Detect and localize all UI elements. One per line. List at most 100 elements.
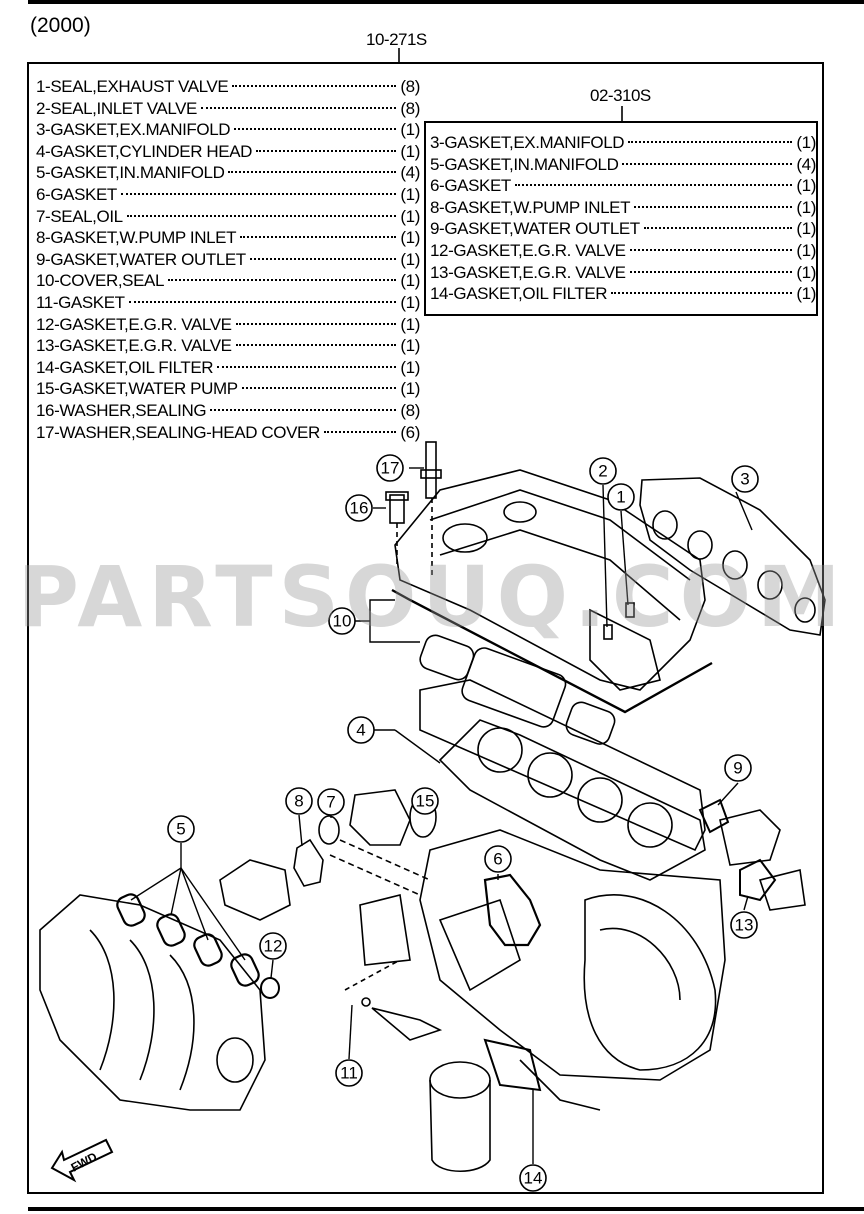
callout-8 <box>285 787 313 815</box>
sub-kit-code: 02-310S <box>590 86 651 105</box>
dot-leader <box>643 227 793 230</box>
parts-list-row: 12-GASKET,E.G.R. VALVE (1) <box>36 315 420 337</box>
cylinder-head-drawing <box>419 679 706 852</box>
intake-manifold-gaskets <box>116 893 260 987</box>
part-quantity: (1) <box>400 314 420 334</box>
part-name: 6-GASKET <box>430 176 511 196</box>
dot-leader <box>232 85 397 87</box>
part-name: 10-COVER,SEAL <box>36 271 165 291</box>
dot-leader <box>622 162 793 165</box>
head-gasket-drawing <box>438 719 706 881</box>
water-pump-drawing <box>219 789 437 921</box>
callout-13 <box>730 911 758 939</box>
top-rule <box>28 0 864 4</box>
part-name: 12-GASKET,E.G.R. VALVE <box>36 314 232 334</box>
part-quantity: (8) <box>400 98 420 118</box>
part-name: 12-GASKET,E.G.R. VALVE <box>430 240 626 260</box>
parts-list-row: 4-GASKET,CYLINDER HEAD(1) <box>36 142 420 164</box>
dot-leader <box>120 192 397 195</box>
callout-label-14: 14 <box>524 1169 543 1188</box>
part-quantity: (1) <box>796 262 816 282</box>
parts-list-row: 9-GASKET,WATER OUTLET(1) <box>36 250 420 272</box>
egr-valve-drawing <box>698 798 806 911</box>
water-pump-inlet-gasket <box>293 838 324 887</box>
main-kit-code: 10-271S <box>366 30 427 49</box>
oil-seal <box>318 815 340 845</box>
callout-label-5: 5 <box>176 820 185 839</box>
part-quantity: (1) <box>400 357 420 377</box>
part-name: 16-WASHER,SEALING <box>36 400 207 420</box>
part-name: 11-GASKET <box>36 292 125 312</box>
callout-3 <box>731 465 759 493</box>
parts-list-row: 6-GASKET(1) <box>36 185 420 207</box>
part-name: 1-SEAL,EXHAUST VALVE <box>36 77 229 96</box>
part-quantity: (1) <box>400 206 420 226</box>
part-quantity: (1) <box>796 219 816 239</box>
part-name: 17-WASHER,SEALING-HEAD COVER <box>36 422 320 442</box>
parts-list-row: 10-COVER,SEAL (1) <box>36 271 420 293</box>
callout-label-17: 17 <box>381 459 400 478</box>
parts-list-row: 3-GASKET,EX.MANIFOLD(1) <box>430 133 816 155</box>
exhaust-manifold-gasket-drawing <box>639 477 826 636</box>
callout-15 <box>411 787 439 815</box>
parts-list-row: 1-SEAL,EXHAUST VALVE (8) <box>36 77 420 99</box>
part-quantity: (1) <box>400 120 420 140</box>
part-quantity: (1) <box>400 379 420 399</box>
part-quantity: (1) <box>796 176 816 196</box>
dot-leader <box>235 322 397 325</box>
part-quantity: (1) <box>400 336 420 356</box>
callout-14 <box>519 1164 547 1192</box>
parts-list-row: 13-GASKET,E.G.R. VALVE(1) <box>36 336 420 358</box>
oil-filter-gasket <box>483 1038 542 1092</box>
oil-filter-drawing <box>429 1038 542 1172</box>
egr-gasket-13 <box>739 858 777 902</box>
part-name: 9-GASKET,WATER OUTLET <box>430 219 640 239</box>
dot-leader <box>256 149 397 152</box>
parts-list-row: 11-GASKET(1) <box>36 293 420 315</box>
valve-seal-2 <box>603 624 613 640</box>
part-quantity: (4) <box>400 163 420 183</box>
parts-list-row: 5-GASKET,IN.MANIFOLD (4) <box>430 155 816 177</box>
part-quantity: (8) <box>400 400 420 420</box>
part-quantity: (1) <box>796 197 816 217</box>
sub-kit-box: 3-GASKET,EX.MANIFOLD(1)5-GASKET,IN.MANIF… <box>424 121 818 316</box>
part-quantity: (1) <box>400 271 420 291</box>
part-name: 9-GASKET,WATER OUTLET <box>36 249 246 269</box>
part-name: 5-GASKET,IN.MANIFOLD <box>430 154 619 174</box>
callout-10 <box>328 607 356 635</box>
part-quantity: (4) <box>796 154 816 174</box>
part-quantity: (8) <box>400 77 420 96</box>
parts-list-row: 2-SEAL,INLET VALVE(8) <box>36 99 420 121</box>
parts-list-row: 15-GASKET,WATER PUMP(1) <box>36 379 420 401</box>
dot-leader <box>201 106 397 109</box>
part-quantity: (1) <box>400 141 420 161</box>
dot-leader <box>323 430 397 433</box>
parts-list-row: 8-GASKET,W.PUMP INLET (1) <box>430 198 816 220</box>
water-outlet-gasket <box>698 798 730 834</box>
part-name: 8-GASKET,W.PUMP INLET <box>430 197 631 217</box>
diagram-frame <box>27 62 824 1194</box>
intake-manifold-drawing <box>39 894 266 1111</box>
part-name: 14-GASKET,OIL FILTER <box>36 357 214 377</box>
main-kit-parts-list: 1-SEAL,EXHAUST VALVE(8)2-SEAL,INLET VALV… <box>36 77 420 444</box>
dot-leader <box>128 300 397 303</box>
dot-leader <box>249 257 397 260</box>
callout-label-2: 2 <box>598 462 607 481</box>
dot-leader <box>217 365 397 368</box>
callout-6 <box>484 845 512 873</box>
parts-list-row: 3-GASKET,EX.MANIFOLD(1) <box>36 120 420 142</box>
callout-label-16: 16 <box>350 499 369 518</box>
callout-label-13: 13 <box>735 916 754 935</box>
plug-seals-drawing <box>419 634 616 745</box>
callout-12 <box>259 932 287 960</box>
parts-list-row: 6-GASKET (1) <box>430 176 816 198</box>
dot-leader <box>210 408 397 411</box>
callout-label-6: 6 <box>493 850 502 869</box>
callout-16 <box>345 494 373 522</box>
callout-1 <box>607 483 635 511</box>
part-name: 7-SEAL,OIL <box>36 206 123 226</box>
valve-cover-drawing <box>394 469 706 691</box>
fwd-arrow <box>50 1138 114 1183</box>
part-quantity: (1) <box>796 240 816 260</box>
fwd-label: FWD <box>69 1149 100 1174</box>
